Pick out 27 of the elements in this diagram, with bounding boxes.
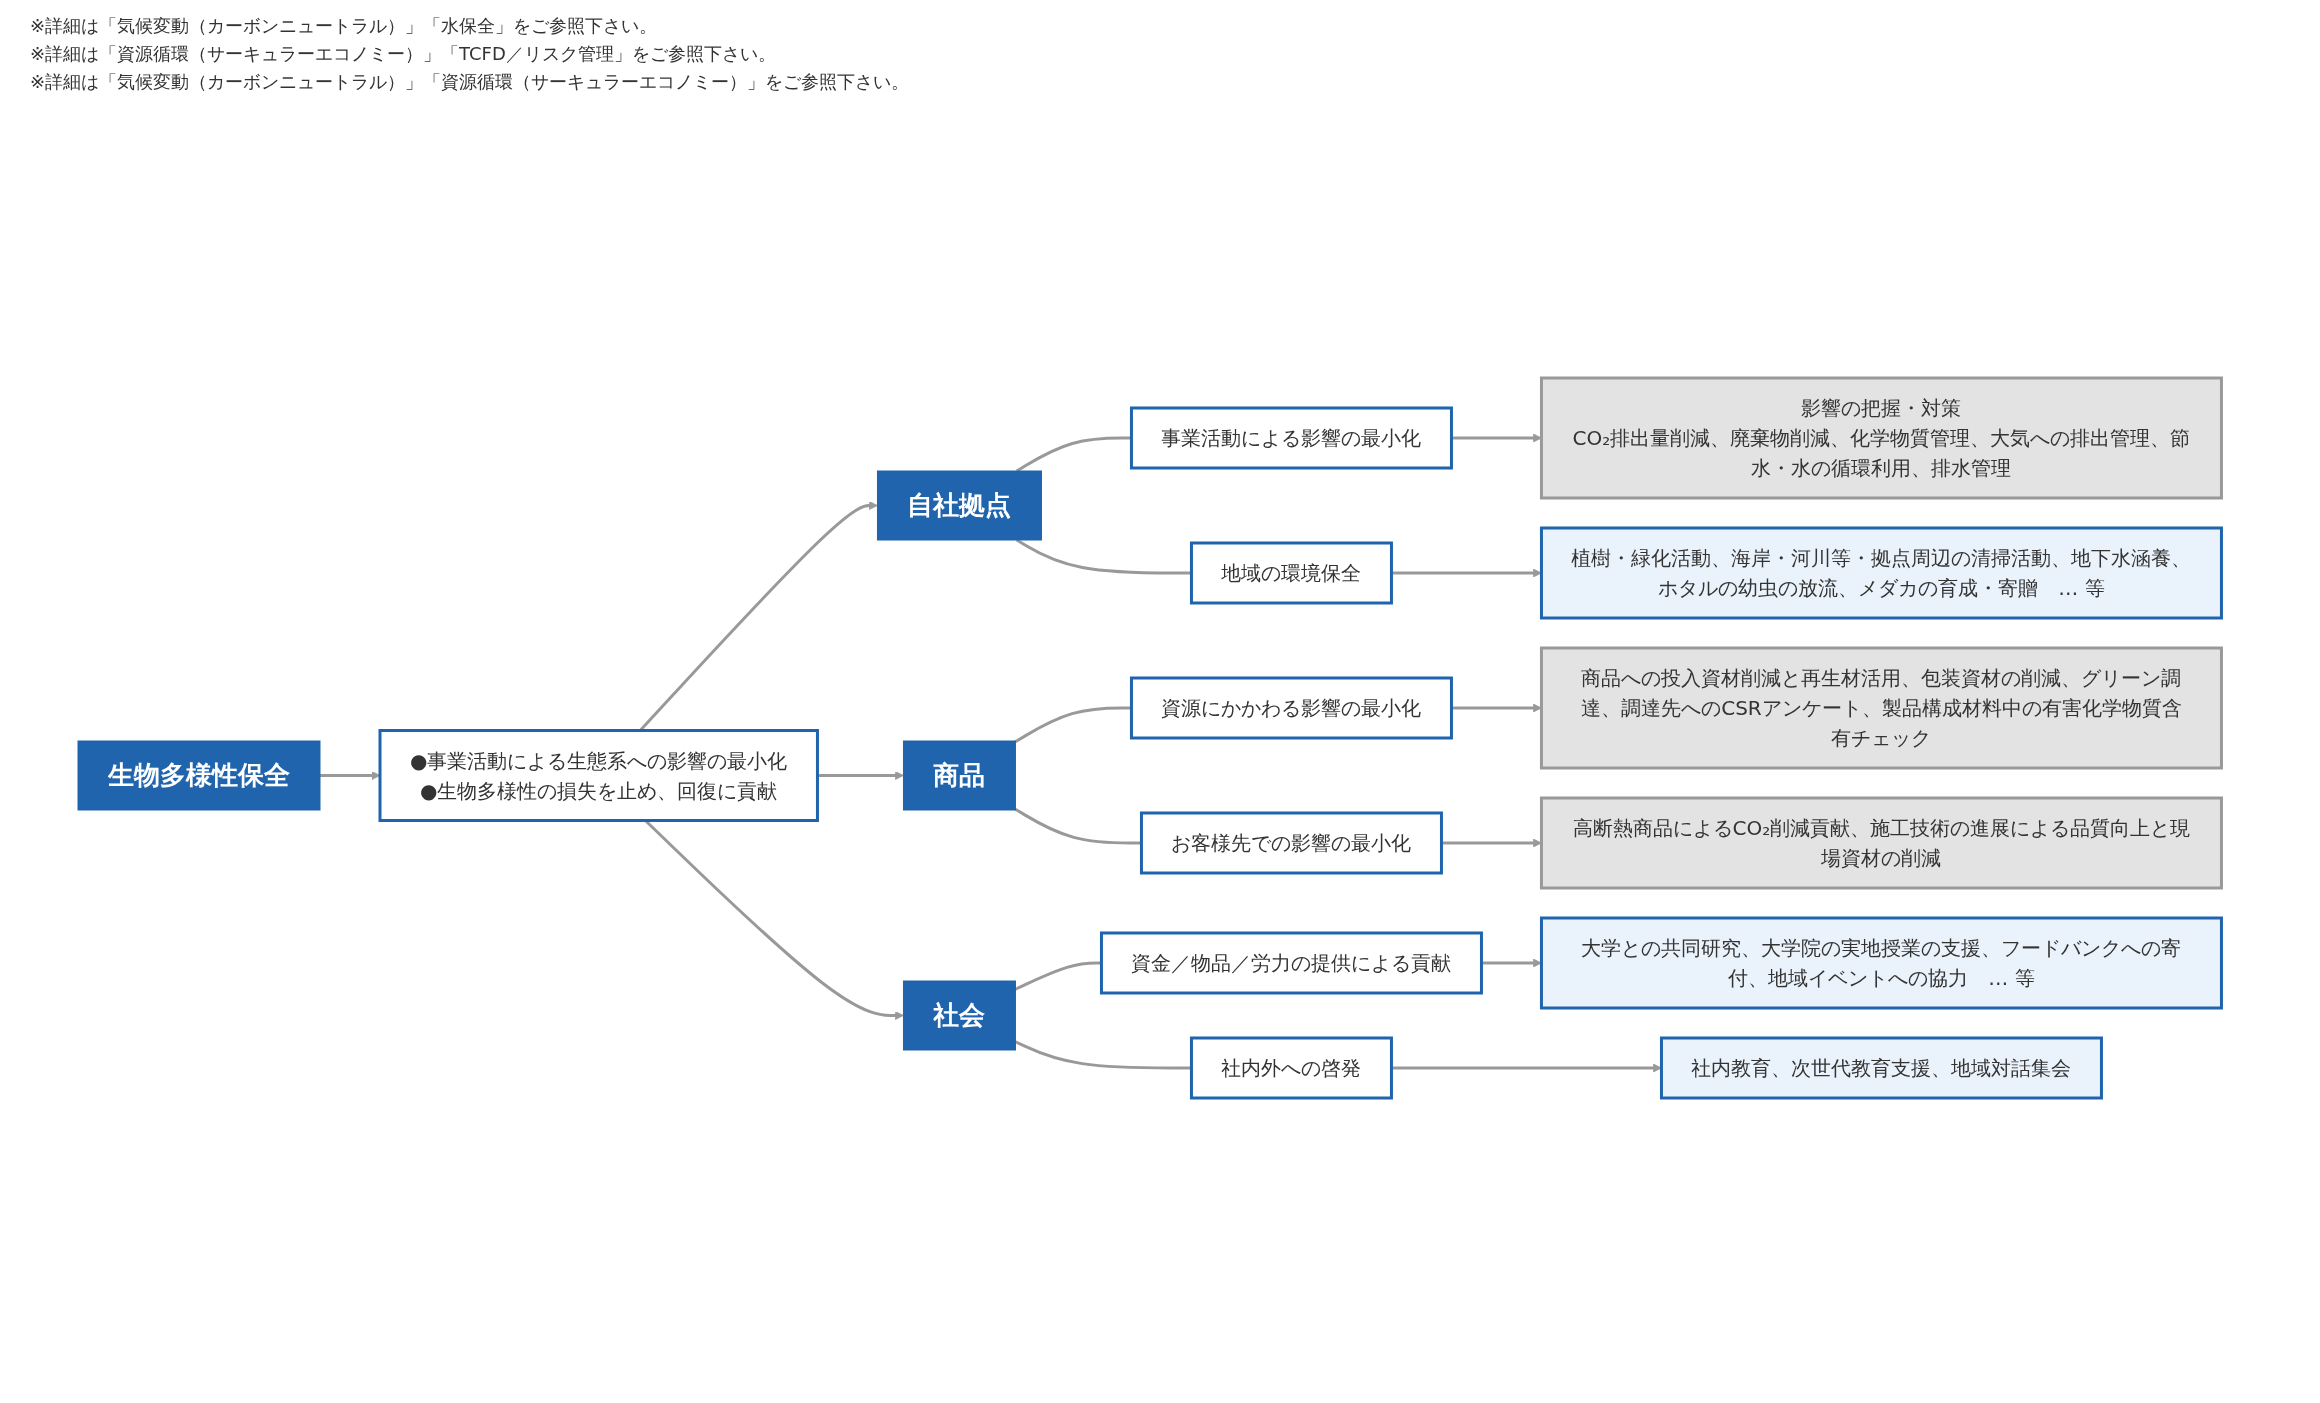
connector: [1014, 807, 1142, 845]
node-box: 商品への投入資材削減と再生材活用、包装資材の削減、グリーン調達、調達先へのCSRアンケート、製品構成材料中の有害化学物質含有チェック: [1540, 646, 2224, 770]
node-box: 商品: [903, 740, 1017, 811]
note-text: ※詳細は「気候変動（カーボンニュートラル）」「水保全」をご参照下さい。: [30, 14, 659, 38]
node-box: 自社拠点: [877, 470, 1043, 541]
node-box: 社内教育、次世代教育支援、地域対話集会: [1660, 1036, 2104, 1100]
node-box: 植樹・緑化活動、海岸・河川等・拠点周辺の清掃活動、地下水涵養、ホタルの幼虫の放流、メダカの育成・寄贈 … 等: [1540, 526, 2224, 620]
connector: [1015, 961, 1102, 991]
node-box: 資金／物品／労力の提供による貢献: [1100, 931, 1484, 995]
note-text: ※詳細は「資源循環（サーキュラーエコノミー）」「TCFD／リスク管理」をご参照下さい。: [30, 42, 777, 66]
node-box: 社会: [903, 980, 1017, 1051]
node-box: お客様先での影響の最小化: [1140, 811, 1444, 875]
node-box: 社内外への啓発: [1190, 1036, 1394, 1100]
node-box: 影響の把握・対策 CO₂排出量削減、廃棄物削減、化学物質管理、大気への排出管理、節水・水の循環利用、排水管理: [1540, 376, 2224, 500]
node-box: ●事業活動による生態系への影響の最小化 ●生物多様性の損失を止め、回復に貢献: [378, 729, 820, 822]
note-text: ※詳細は「気候変動（カーボンニュートラル）」「資源循環（サーキュラーエコノミー）」をご参照下さい。: [30, 70, 911, 94]
node-box: 資源にかかわる影響の最小化: [1130, 676, 1454, 740]
connector: [1014, 706, 1132, 744]
connector: [1015, 1040, 1192, 1070]
arrow: [320, 771, 381, 780]
arrow: [817, 771, 905, 780]
connector: [1016, 436, 1132, 473]
node-box: 生物多様性保全: [77, 740, 321, 811]
node-box: 事業活動による影響の最小化: [1130, 406, 1454, 470]
node-box: 大学との共同研究、大学院の実地授業の支援、フードバンクへの寄付、地域イベントへの協力 … 等: [1540, 916, 2224, 1010]
node-box: 高断熱商品によるCO₂削減貢献、施工技術の進展による品質向上と現場資材の削減: [1540, 796, 2224, 890]
node-box: 地域の環境保全: [1190, 541, 1394, 605]
